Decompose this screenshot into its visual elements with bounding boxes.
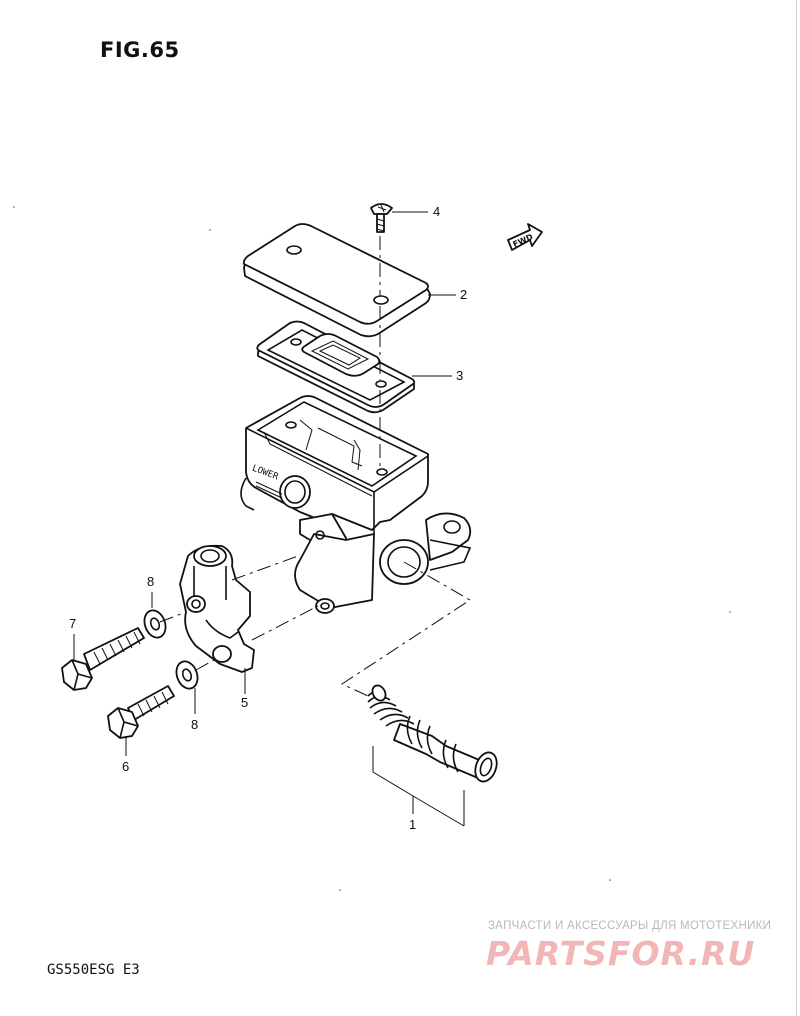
alignment-lines xyxy=(159,236,471,697)
part-3-diaphragm[interactable] xyxy=(256,320,416,414)
callout-3: 3 xyxy=(456,368,463,383)
model-code: GS550ESG E3 xyxy=(47,962,140,978)
callout-1: 1 xyxy=(409,817,416,832)
part-7-bolt[interactable] xyxy=(61,627,145,691)
fwd-label: FWD xyxy=(512,232,535,249)
part-4-screw[interactable] xyxy=(370,203,393,233)
callout-8-upper: 8 xyxy=(147,574,154,589)
print-marks xyxy=(13,206,731,891)
callout-4: 4 xyxy=(433,204,440,219)
leader-lines xyxy=(73,211,465,827)
fwd-direction-arrow: FWD xyxy=(507,223,543,251)
part-6-bolt[interactable] xyxy=(107,685,175,739)
callout-numbers: 4 2 3 5 8 8 7 6 1 xyxy=(69,204,467,832)
callout-7: 7 xyxy=(69,616,76,631)
figure-title: FIG.65 xyxy=(100,38,180,62)
part-2-cap[interactable] xyxy=(242,223,431,338)
callout-6: 6 xyxy=(122,759,129,774)
part-5-clamp[interactable] xyxy=(179,544,255,673)
watermark-logo: PARTSFOR.RU xyxy=(486,934,756,973)
page-edge xyxy=(796,0,797,1016)
callout-2: 2 xyxy=(460,287,467,302)
part-8-washer-upper[interactable] xyxy=(141,607,169,640)
callout-8-lower: 8 xyxy=(191,717,198,732)
master-cylinder-body[interactable]: LOWER xyxy=(240,395,472,614)
part-8-washer-lower[interactable] xyxy=(173,658,201,691)
callout-5: 5 xyxy=(241,695,248,710)
part-1-piston-assembly[interactable] xyxy=(367,683,501,784)
watermark-tagline: ЗАПЧАСТИ И АКСЕССУАРЫ ДЛЯ МОТОТЕХНИКИ xyxy=(488,920,772,932)
